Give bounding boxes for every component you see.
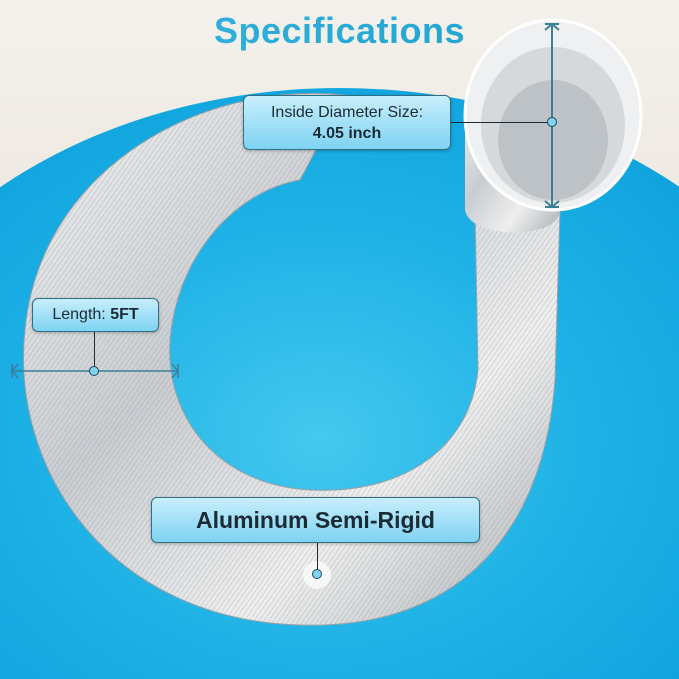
length-leader-line	[94, 330, 95, 370]
length-marker-dot	[89, 366, 99, 376]
material-marker-dot	[312, 569, 322, 579]
length-label: Length:	[52, 306, 106, 323]
diameter-label: Inside Diameter Size:	[270, 104, 424, 121]
diameter-callout: Inside Diameter Size: 4.05 inch	[243, 95, 451, 150]
page-title: Specifications	[0, 10, 679, 52]
diameter-marker-dot	[547, 117, 557, 127]
diameter-leader-line	[451, 122, 552, 123]
length-value: 5FT	[110, 306, 139, 323]
material-callout: Aluminum Semi-Rigid	[151, 497, 480, 543]
material-leader-line	[317, 541, 318, 571]
diameter-value: 4.05 inch	[312, 125, 382, 142]
length-callout: Length: 5FT	[32, 298, 159, 332]
